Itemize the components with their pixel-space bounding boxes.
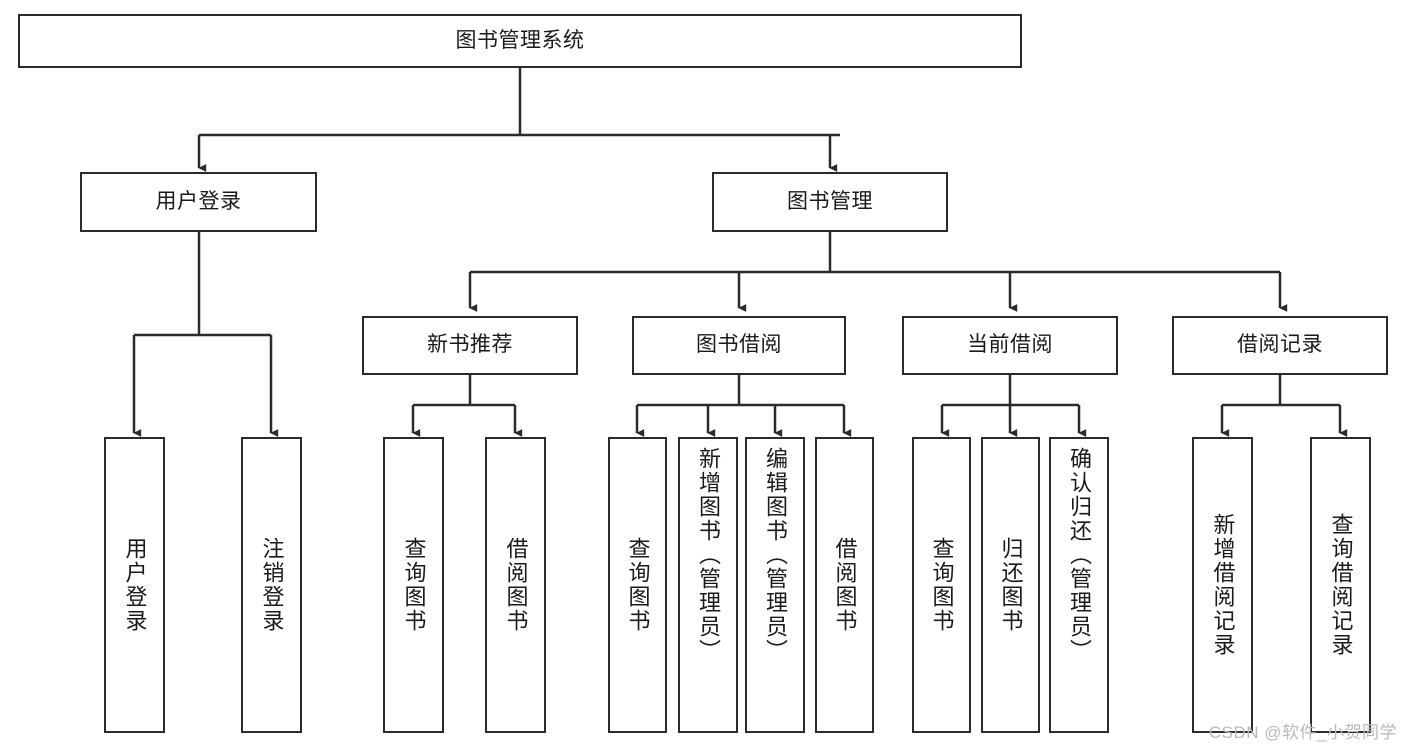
node-root-system[interactable]: 图书管理系统 (18, 14, 1022, 68)
node-label: 借阅图书 (832, 537, 858, 633)
leaf-book-borrow-add[interactable]: 新增图书（管理员） (678, 437, 738, 733)
leaf-user-login-logout[interactable]: 注销登录 (241, 437, 302, 733)
node-book-management[interactable]: 图书管理 (712, 172, 948, 232)
node-label: 查询借阅记录 (1328, 513, 1354, 657)
node-label: 图书借阅 (696, 333, 782, 357)
leaf-new-book-borrow[interactable]: 借阅图书 (485, 437, 546, 733)
node-label: 注销登录 (259, 537, 285, 633)
node-current-borrow[interactable]: 当前借阅 (902, 316, 1118, 375)
leaf-current-borrow-return[interactable]: 归还图书 (981, 437, 1040, 733)
node-user-login[interactable]: 用户登录 (80, 172, 317, 232)
node-label: 借阅图书 (503, 537, 529, 633)
node-label: 当前借阅 (967, 333, 1053, 357)
leaf-current-borrow-confirm-return[interactable]: 确认归还（管理员） (1049, 437, 1109, 733)
node-label: 新书推荐 (427, 333, 513, 357)
leaf-user-login-login[interactable]: 用户登录 (104, 437, 165, 733)
node-label: 新增借阅记录 (1210, 513, 1236, 657)
node-book-borrow[interactable]: 图书借阅 (632, 316, 846, 375)
leaf-book-borrow-borrow[interactable]: 借阅图书 (815, 437, 874, 733)
node-label: 新增图书（管理员） (695, 447, 721, 663)
node-label: 确认归还（管理员） (1066, 447, 1092, 663)
node-new-book-recommend[interactable]: 新书推荐 (362, 316, 578, 375)
leaf-book-borrow-edit[interactable]: 编辑图书（管理员） (745, 437, 805, 733)
node-label: 归还图书 (998, 537, 1024, 633)
leaf-book-borrow-query[interactable]: 查询图书 (608, 437, 667, 733)
node-label: 借阅记录 (1237, 333, 1323, 357)
leaf-borrow-record-add[interactable]: 新增借阅记录 (1192, 437, 1253, 733)
node-label: 用户登录 (155, 189, 242, 213)
node-label: 编辑图书（管理员） (762, 447, 788, 663)
node-label: 查询图书 (401, 537, 427, 633)
node-label: 查询图书 (625, 537, 651, 633)
leaf-borrow-record-query[interactable]: 查询借阅记录 (1310, 437, 1371, 733)
node-label: 查询图书 (929, 537, 955, 633)
node-label: 图书管理系统 (455, 28, 585, 52)
leaf-current-borrow-query[interactable]: 查询图书 (912, 437, 971, 733)
watermark-text: CSDN @软件_小贺同学 (1208, 723, 1397, 742)
node-label: 图书管理 (787, 189, 873, 213)
leaf-new-book-query[interactable]: 查询图书 (383, 437, 444, 733)
node-borrow-record[interactable]: 借阅记录 (1172, 316, 1388, 375)
node-label: 用户登录 (122, 537, 148, 633)
